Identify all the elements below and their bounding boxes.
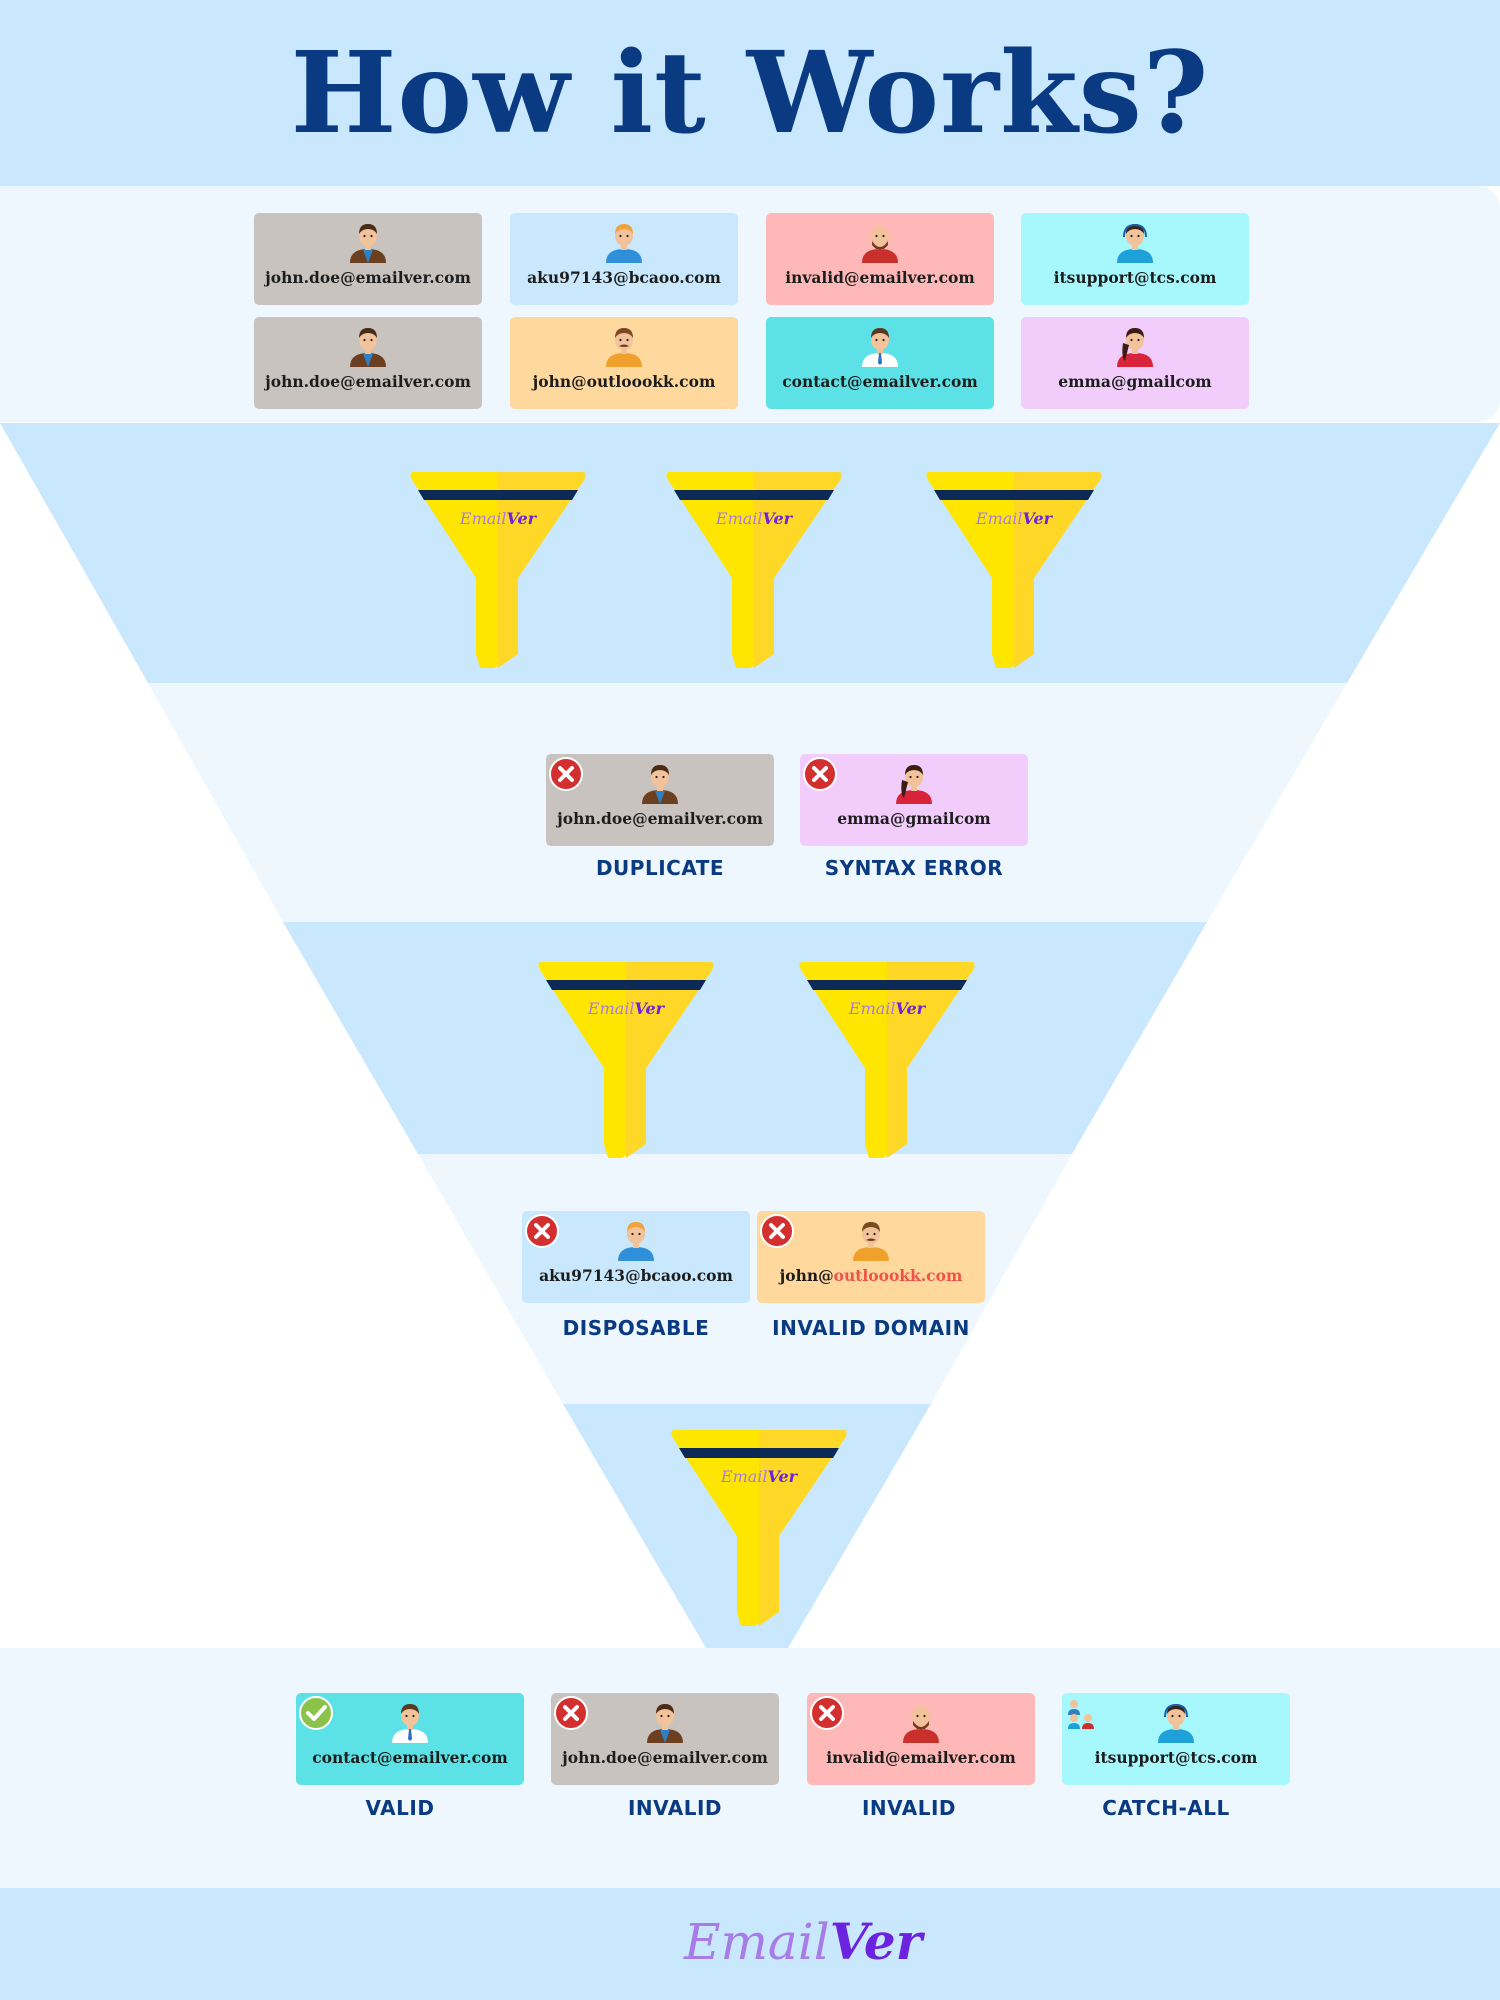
funnel-icon: EmailVer <box>408 468 588 668</box>
email-address: john.doe@emailver.com <box>562 1748 768 1767</box>
funnel-icon: EmailVer <box>664 468 844 668</box>
email-card: emma@gmailcom <box>800 754 1028 846</box>
svg-text:EmailVer: EmailVer <box>848 999 927 1018</box>
mustache-man-avatar <box>849 1217 893 1261</box>
bald-bearded-man-avatar <box>899 1699 943 1743</box>
email-address: john.doe@emailver.com <box>265 268 471 287</box>
email-card: john@outloookk.com <box>757 1211 985 1303</box>
email-card: emma@gmailcom <box>1021 317 1249 409</box>
email-card: contact@emailver.com <box>766 317 994 409</box>
email-address: john.doe@emailver.com <box>265 372 471 391</box>
status-label: VALID <box>365 1796 435 1820</box>
funnel-icon: EmailVer <box>669 1426 849 1626</box>
woman-headset-avatar <box>1154 1699 1198 1743</box>
status-label: DUPLICATE <box>595 856 725 880</box>
email-address: john.doe@emailver.com <box>557 809 763 828</box>
svg-text:EmailVer: EmailVer <box>720 1467 799 1486</box>
email-card: contact@emailver.com <box>296 1693 524 1785</box>
man-brown-jacket-avatar <box>643 1699 687 1743</box>
email-address: emma@gmailcom <box>837 809 991 828</box>
blond-man-avatar <box>602 219 646 263</box>
x-icon <box>803 757 837 791</box>
status-label: CATCH-ALL <box>1102 1796 1230 1820</box>
email-card: itsupport@tcs.com <box>1062 1693 1290 1785</box>
email-address: john@outloookk.com <box>779 1266 963 1285</box>
svg-text:EmailVer: EmailVer <box>975 509 1054 528</box>
woman-red-avatar <box>892 760 936 804</box>
x-icon <box>554 1696 588 1730</box>
woman-headset-avatar <box>1113 219 1157 263</box>
email-card: john.doe@emailver.com <box>254 317 482 409</box>
email-card: aku97143@bcaoo.com <box>510 213 738 305</box>
email-address: itsupport@tcs.com <box>1094 1748 1258 1767</box>
band-filter-2 <box>283 922 1207 1154</box>
footer-band <box>0 1888 1500 2000</box>
email-address: itsupport@tcs.com <box>1053 268 1217 287</box>
email-card: john.doe@emailver.com <box>254 213 482 305</box>
x-icon <box>810 1696 844 1730</box>
status-label: INVALID <box>861 1796 957 1820</box>
email-card: invalid@emailver.com <box>766 213 994 305</box>
status-label: INVALID DOMAIN <box>772 1316 970 1340</box>
email-address: invalid@emailver.com <box>826 1748 1016 1767</box>
email-card: john.doe@emailver.com <box>551 1693 779 1785</box>
x-icon <box>549 757 583 791</box>
man-brown-jacket-avatar <box>638 760 682 804</box>
svg-text:EmailVer: EmailVer <box>459 509 538 528</box>
status-label: SYNTAX ERROR <box>824 856 1004 880</box>
header-band: How it Works? <box>0 0 1500 186</box>
x-icon <box>525 1214 559 1248</box>
brand-suffix: Ver <box>829 1912 923 1971</box>
woman-red-avatar <box>1113 323 1157 367</box>
svg-text:EmailVer: EmailVer <box>587 999 666 1018</box>
email-address: emma@gmailcom <box>1058 372 1212 391</box>
funnel-icon: EmailVer <box>924 468 1104 668</box>
page-title: How it Works? <box>290 28 1210 159</box>
email-address: aku97143@bcaoo.com <box>527 268 721 287</box>
brand-prefix: Email <box>684 1913 830 1971</box>
group-icon <box>1068 1700 1094 1729</box>
funnel-icon: EmailVer <box>536 958 716 1158</box>
email-card: aku97143@bcaoo.com <box>522 1211 750 1303</box>
input-emails-panel <box>0 186 1500 422</box>
bald-bearded-man-avatar <box>858 219 902 263</box>
status-label: DISPOSABLE <box>562 1316 710 1340</box>
email-address: aku97143@bcaoo.com <box>539 1266 733 1285</box>
brand-logo: EmailVer <box>684 1912 922 1971</box>
blond-man-avatar <box>614 1217 658 1261</box>
email-address: john@outloookk.com <box>532 372 716 391</box>
mustache-man-avatar <box>602 323 646 367</box>
status-label: INVALID <box>627 1796 723 1820</box>
email-address: invalid@emailver.com <box>785 268 975 287</box>
email-address: contact@emailver.com <box>782 372 978 391</box>
email-card: invalid@emailver.com <box>807 1693 1035 1785</box>
man-brown-jacket-avatar <box>346 219 390 263</box>
check-icon <box>299 1696 333 1730</box>
man-brown-jacket-avatar <box>346 323 390 367</box>
email-card: john@outloookk.com <box>510 317 738 409</box>
man-tie-avatar <box>858 323 902 367</box>
man-tie-avatar <box>388 1699 432 1743</box>
email-card: john.doe@emailver.com <box>546 754 774 846</box>
email-card: itsupport@tcs.com <box>1021 213 1249 305</box>
x-icon <box>760 1214 794 1248</box>
funnel-icon: EmailVer <box>797 958 977 1158</box>
email-address: contact@emailver.com <box>312 1748 508 1767</box>
svg-text:EmailVer: EmailVer <box>715 509 794 528</box>
